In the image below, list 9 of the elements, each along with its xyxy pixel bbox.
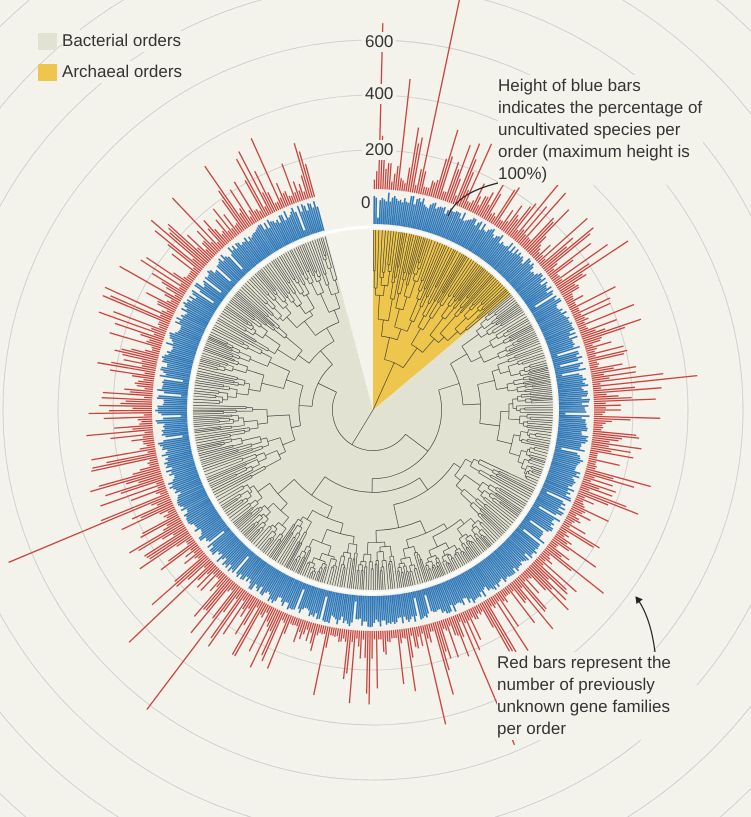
axis-label: 400 xyxy=(362,84,396,104)
axis-label: 200 xyxy=(362,140,396,160)
arrow xyxy=(635,596,656,652)
legend-label: Bacterial orders xyxy=(62,30,182,52)
legend-label: Archaeal orders xyxy=(62,61,182,83)
leader-line xyxy=(447,182,498,216)
axis-label: 600 xyxy=(362,32,396,52)
annotation-text: Red bars represent the number of previously unknown gene families per order xyxy=(497,652,697,740)
annotation-text: Height of blue bars indicates the percentage of uncultivated species per order (maximum height is 100%) xyxy=(498,75,703,185)
